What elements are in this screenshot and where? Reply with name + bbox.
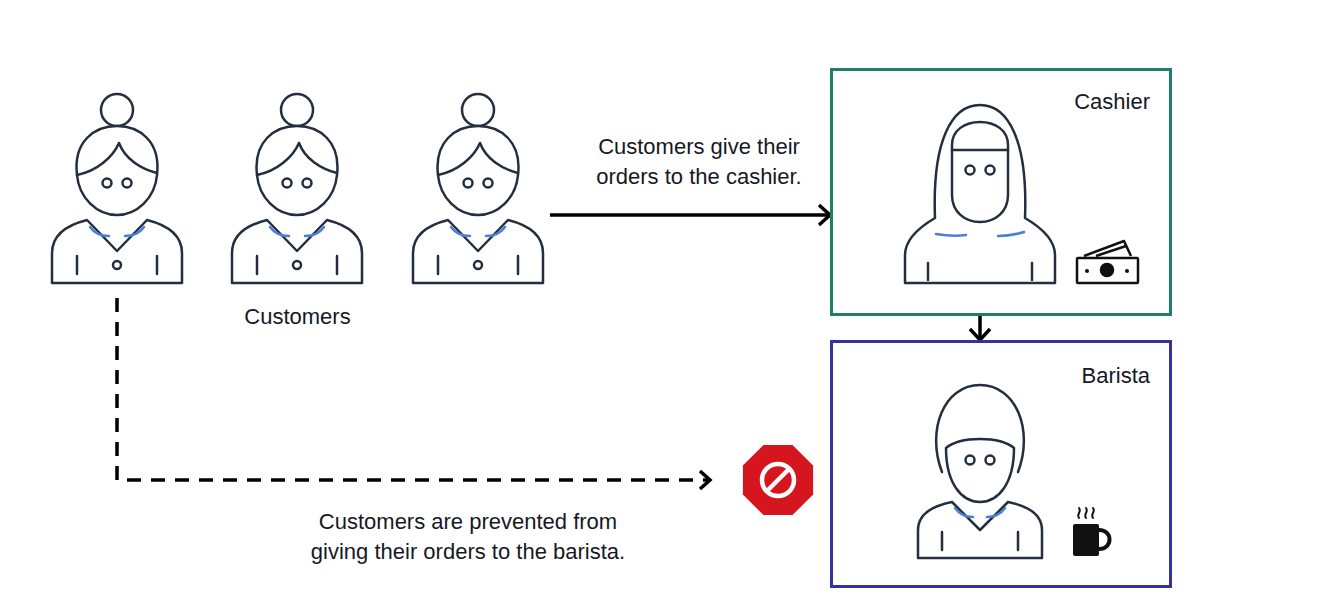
customer-icon: [413, 94, 543, 283]
coffee-icon: [1073, 508, 1110, 556]
blocked-path: [117, 298, 708, 480]
money-icon: [1077, 241, 1138, 283]
customer-icon: [232, 94, 362, 283]
arrowhead: [819, 205, 830, 225]
barista-box: Barista: [830, 340, 1172, 588]
cashier-icon: [905, 105, 1055, 283]
stop-sign: [743, 445, 813, 515]
flow-arrow: [970, 316, 990, 340]
note-label: Customers are prevented from giving thei…: [293, 507, 643, 567]
barista-icon: [918, 385, 1042, 558]
node-label: Barista: [833, 362, 1150, 390]
connector-line: [550, 213, 830, 217]
blocked-arrowhead: [700, 471, 710, 489]
customer-icon: [52, 94, 182, 283]
arrowhead: [970, 329, 990, 340]
node-label: Customers: [45, 303, 550, 331]
flow-arrow: [550, 205, 830, 225]
node-label: Cashier: [833, 88, 1150, 116]
customer-group: Customers: [45, 85, 550, 339]
cashier-box: Cashier: [830, 68, 1172, 316]
edge-label: Customers give their orders to the cashi…: [579, 132, 819, 192]
